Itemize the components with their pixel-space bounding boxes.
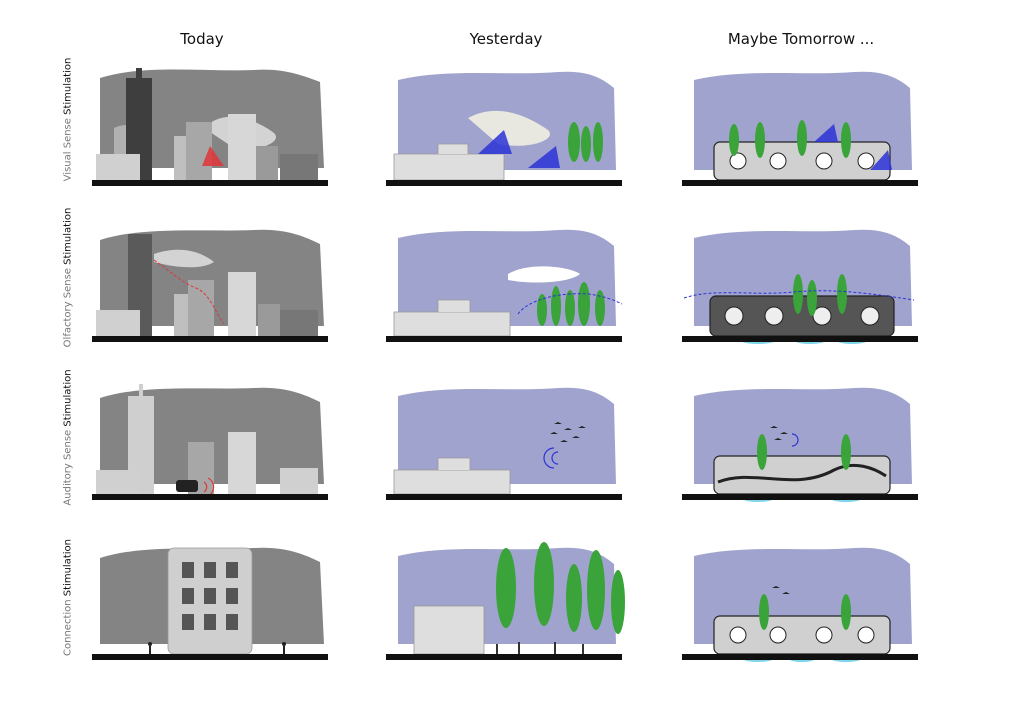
panel-tomorrow-olfactory xyxy=(674,214,930,344)
row-label-connection: Connection Stimulation xyxy=(62,539,74,656)
panel-today-auditory xyxy=(84,372,340,502)
low-building xyxy=(393,153,505,181)
row-label-olfactory: Olfactory Sense Stimulation xyxy=(62,207,74,348)
column-title-maybe-tomorrow: Maybe Tomorrow ... xyxy=(727,30,875,48)
panel-today-olfactory xyxy=(84,214,340,344)
panel-yesterday-auditory xyxy=(378,372,634,502)
column-title-today: Today xyxy=(180,30,224,48)
panel-yesterday-olfactory xyxy=(378,214,634,344)
panel-tomorrow-connection xyxy=(674,532,930,662)
tree xyxy=(568,122,580,162)
car xyxy=(176,480,198,492)
red-signal xyxy=(202,146,224,166)
panel-today-visual xyxy=(84,58,340,188)
row-label-auditory: Auditory Sense Stimulation xyxy=(62,369,74,506)
column-title-yesterday: Yesterday xyxy=(469,30,543,48)
blue-signal xyxy=(478,130,512,154)
panel-yesterday-connection xyxy=(378,532,634,662)
building xyxy=(96,154,140,180)
panel-tomorrow-auditory xyxy=(674,372,930,502)
birds xyxy=(550,422,586,442)
scent-trail xyxy=(153,259,225,325)
panel-yesterday-visual xyxy=(378,58,634,188)
panel-tomorrow-visual xyxy=(674,58,930,188)
ground-line xyxy=(92,180,328,186)
panel-today-connection xyxy=(84,532,340,662)
row-label-visual: Visual Sense Stimulation xyxy=(62,57,74,182)
